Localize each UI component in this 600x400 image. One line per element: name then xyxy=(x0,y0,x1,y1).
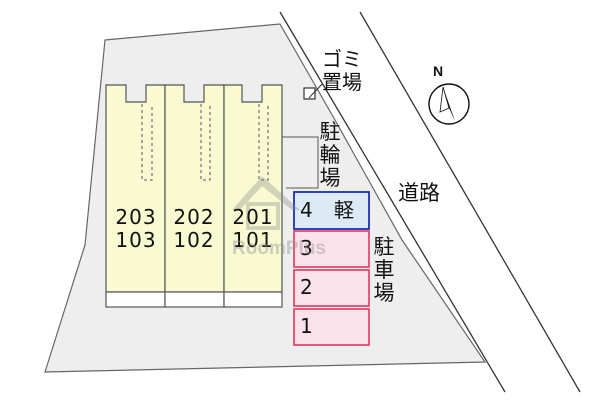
bicycle-parking-label: 駐 輪 場 xyxy=(319,120,341,190)
parking-label: 駐 車 場 xyxy=(373,235,395,305)
parking-number: 2 xyxy=(300,275,313,299)
parking-space-3 xyxy=(293,230,370,268)
bicycle-parking-outline xyxy=(282,136,319,189)
unit-block-2 xyxy=(164,84,225,293)
parking-number: 4 xyxy=(300,198,313,222)
garbage-label: ゴミ 置場 xyxy=(322,47,362,94)
balcony-3 xyxy=(223,291,283,308)
unit-label-upper: 202 xyxy=(173,205,215,229)
parking-space-1 xyxy=(293,308,370,346)
balcony-1 xyxy=(105,291,166,308)
parking-kei-label: 軽 xyxy=(334,198,354,222)
garbage-pointer xyxy=(308,83,323,99)
road-edge-right xyxy=(359,11,581,393)
parking-number: 1 xyxy=(300,314,313,338)
garbage-box xyxy=(303,87,316,100)
parking-space-2 xyxy=(293,269,370,307)
road-edge-left xyxy=(279,11,506,393)
unit-label-upper: 201 xyxy=(232,205,274,229)
parking-space-4-kei xyxy=(293,191,370,230)
unit-label-lower: 101 xyxy=(232,228,274,252)
parking-number: 3 xyxy=(300,236,313,260)
building xyxy=(105,84,283,308)
compass-icon xyxy=(428,83,470,125)
stair-outlines xyxy=(141,104,269,181)
road-label: 道路 xyxy=(398,181,440,205)
parking-spaces xyxy=(293,191,370,346)
unit-label-upper: 203 xyxy=(115,205,157,229)
compass-north-label: N xyxy=(433,63,444,79)
balcony-2 xyxy=(164,291,225,308)
unit-label-lower: 103 xyxy=(115,228,157,252)
watermark-house-icon xyxy=(232,176,300,230)
watermark-text: RoomPlus xyxy=(232,238,326,259)
unit-block-1 xyxy=(105,84,166,293)
unit-label-lower: 102 xyxy=(173,228,215,252)
